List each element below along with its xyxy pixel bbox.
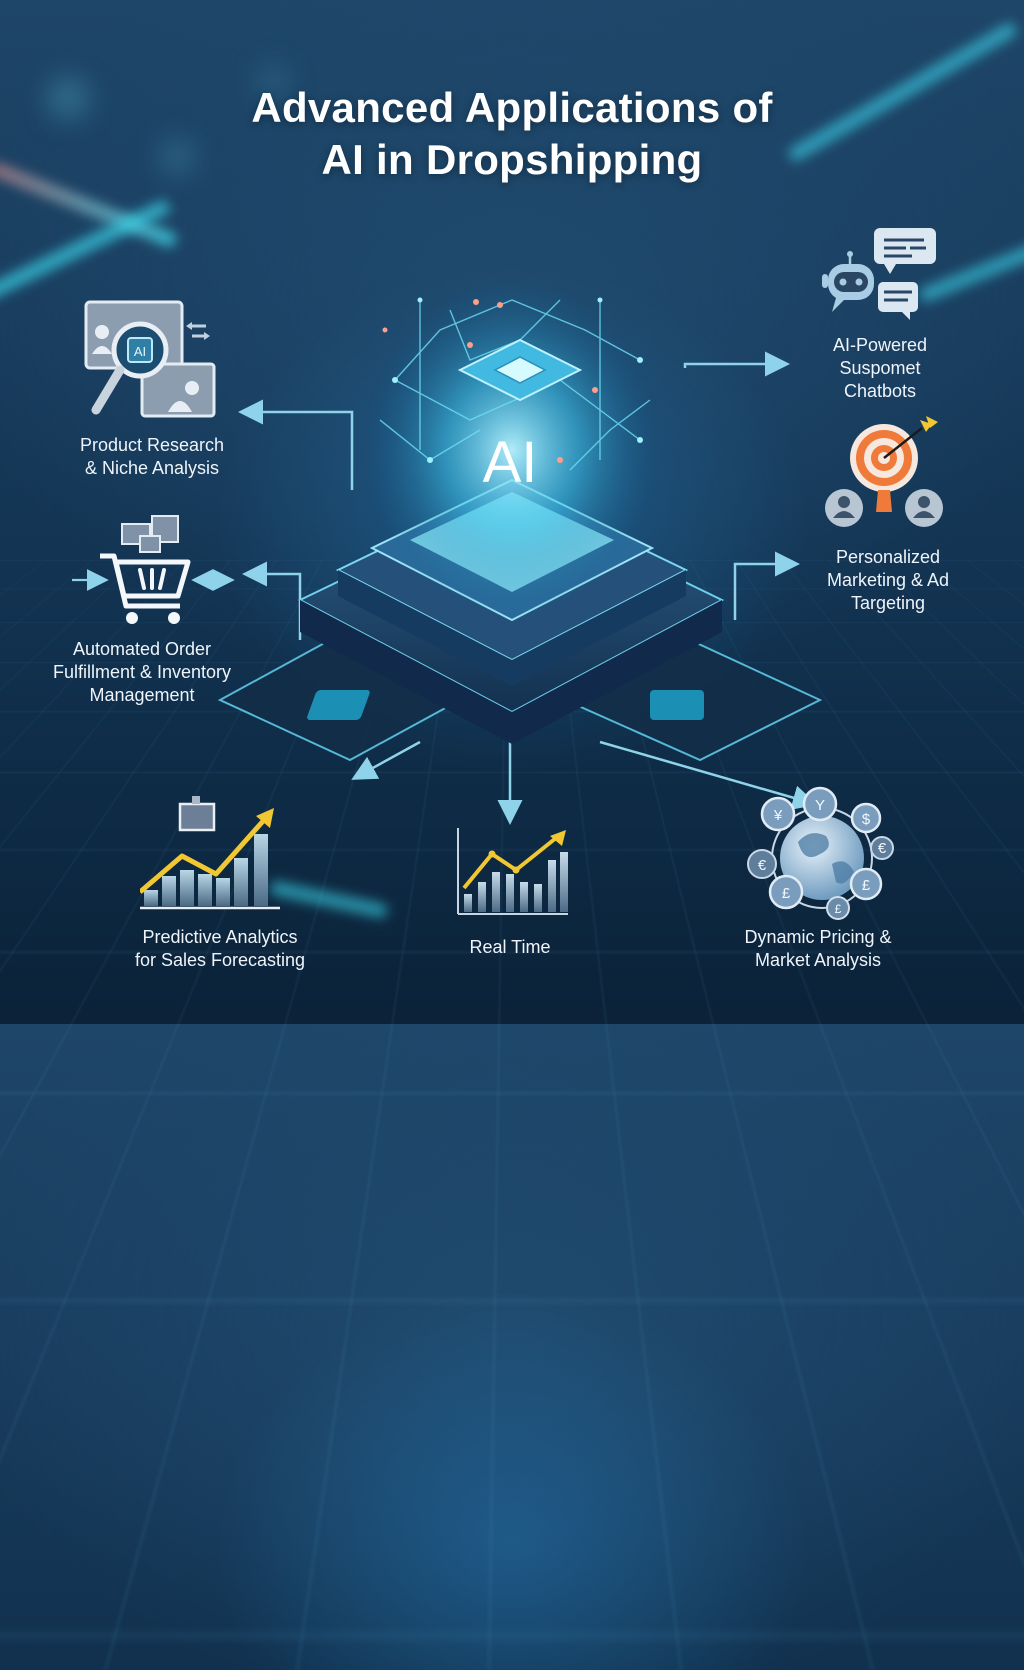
page-title: Advanced Applications of AI in Dropshipp… [0,82,1024,186]
arrow-to-predictive [351,740,421,780]
connector-arrows [72,351,818,825]
label-line: Chatbots [843,381,917,401]
growth-chart-icon [140,796,280,910]
label-line: Automated Order [72,639,212,659]
svg-text:€: € [758,857,767,874]
node-chatbots: AI-Powered Suspomet Chatbots [790,334,970,403]
shopping-cart-icon [100,515,191,624]
target-audience-icon [825,416,943,527]
svg-text:£: £ [835,902,842,916]
label-line: Market Analysis [754,950,882,970]
ai-center-label: AI [483,430,538,495]
label-line: Marketing & Ad [826,570,950,590]
label-line: for Sales Forecasting [134,950,306,970]
label-line: AI-Powered [832,335,928,355]
node-predictive-analytics: Predictive Analytics for Sales Forecasti… [110,926,330,972]
label-line: Targeting [850,593,926,613]
node-order-fulfillment: Automated Order Fulfillment & Inventory … [22,638,262,707]
label-line: Real Time [469,937,551,957]
label-line: Fulfillment & Inventory [52,662,232,682]
arrow-to-personalized-marketing [733,551,800,620]
svg-text:¥: ¥ [773,807,783,824]
node-product-research: Product Research & Niche Analysis [52,434,252,480]
ai-chip-platform-icon: AI [217,280,823,762]
svg-text:Y: Y [815,797,825,814]
svg-text:£: £ [782,885,791,902]
node-real-time: Real Time [430,936,590,959]
arrow-to-chatbots [683,351,790,377]
arrow-to-product-research [238,399,354,490]
node-dynamic-pricing: Dynamic Pricing & Market Analysis [718,926,918,972]
svg-text:€: € [878,840,887,857]
label-line: Dynamic Pricing & [744,927,892,947]
label-line: Personalized [835,547,941,567]
label-line: Suspomet [839,358,921,378]
chatbot-icon [822,228,936,320]
label-line: Predictive Analytics [142,927,298,947]
magnifier-ai-chip-icon: AI [84,300,216,418]
title-line-2: AI in Dropshipping [321,136,703,183]
label-line: & Niche Analysis [84,458,220,478]
svg-text:AI: AI [134,344,146,359]
node-personalized-marketing: Personalized Marketing & Ad Targeting [788,546,988,615]
arrow-to-dynamic-pricing [599,740,818,810]
label-line: Management [89,685,195,705]
svg-text:$: $ [862,811,871,828]
bar-chart-trend-icon [457,828,568,915]
label-line: Product Research [79,435,225,455]
svg-text:£: £ [862,877,871,894]
globe-currency-icon: ¥ Y $ € € £ £ £ [747,786,894,920]
title-line-1: Advanced Applications of [251,84,773,131]
